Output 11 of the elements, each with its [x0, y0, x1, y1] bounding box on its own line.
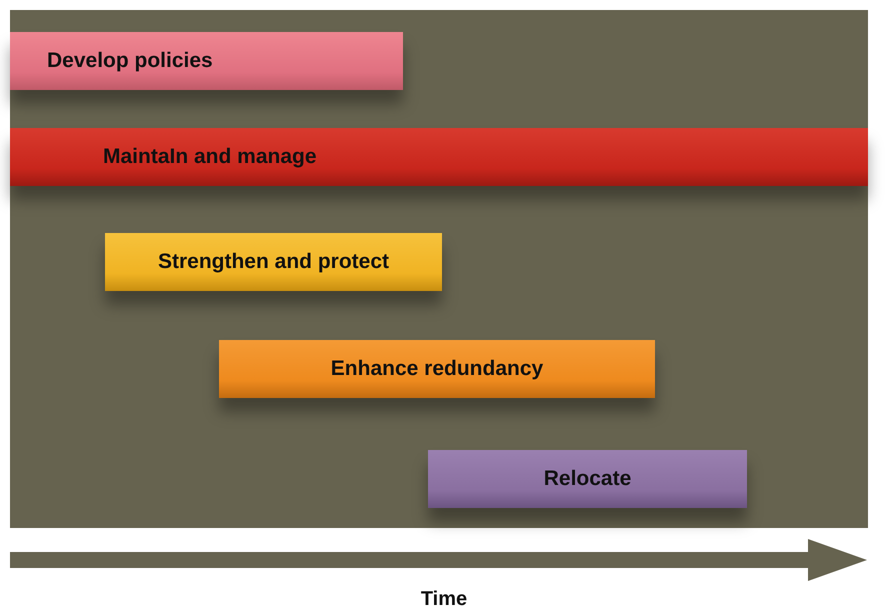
- timeline-bar: [10, 32, 403, 90]
- timeline-bar: [219, 340, 655, 398]
- bar-label: Strengthen and protect: [158, 250, 389, 274]
- axis-label: Time: [420, 588, 468, 610]
- bar-label: Develop policies: [47, 49, 213, 73]
- bar-label: Relocate: [544, 467, 632, 491]
- bar-label: MaintaIn and manage: [103, 145, 317, 169]
- timeline-bar: [105, 233, 442, 291]
- timeline-bar: [428, 450, 747, 508]
- bar-label: Enhance redundancy: [330, 357, 544, 381]
- timeline-bar: [10, 128, 868, 186]
